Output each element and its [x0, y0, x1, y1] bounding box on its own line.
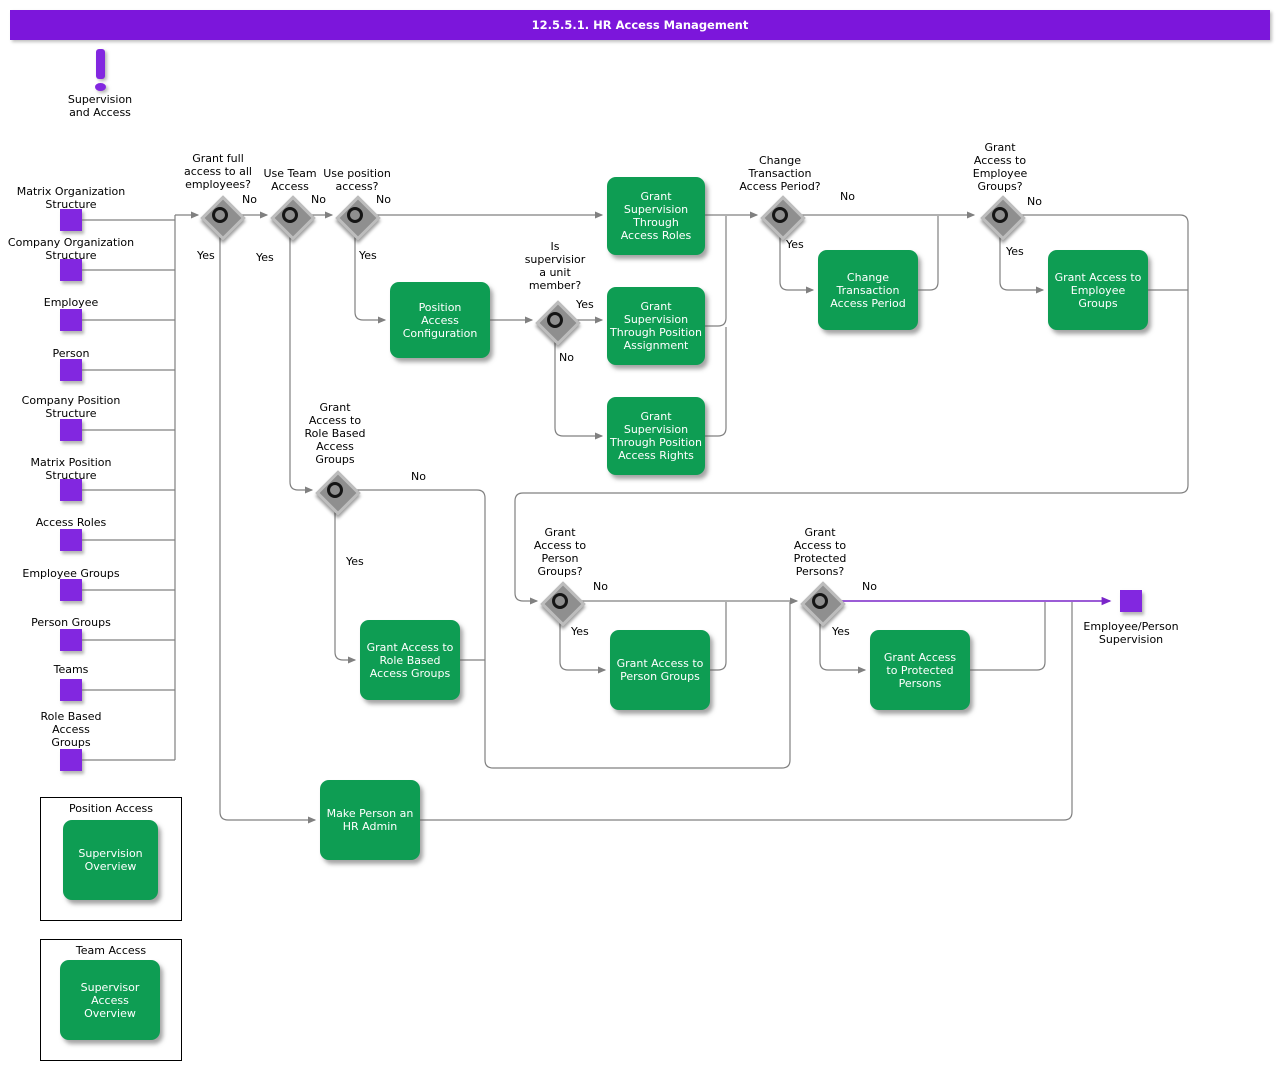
decision-team-access-label: Use Team Access	[263, 167, 317, 193]
task-grant-access-to-person-groups[interactable]: Grant Access to Person Groups	[610, 630, 710, 710]
edge-full-access-no: No	[242, 193, 257, 206]
entity-role-based-access-groups-label: Role Based Access Groups	[40, 710, 102, 749]
decision-unit-member-label: Is supervisior a unit member?	[524, 240, 586, 292]
edge-role-based-groups-no: No	[411, 470, 426, 483]
edge-change-period-yes: Yes	[786, 238, 804, 251]
edge-position-access-yes: Yes	[359, 249, 377, 262]
entity-employee-groups-node[interactable]	[60, 579, 82, 601]
decision-full-access-circle	[211, 206, 228, 223]
task-grant-access-to-protected-persons[interactable]: Grant Access to Protected Persons	[870, 630, 970, 710]
end-node-label: Employee/Person Supervision	[1083, 620, 1179, 646]
exclamation-icon[interactable]	[96, 49, 105, 79]
entity-matrix-organization-structure-label: Matrix Organization Structure	[16, 185, 126, 211]
group-team-access-title: Team Access	[75, 944, 147, 957]
task-grant-supervision-through-access-roles[interactable]: Grant Supervision Through Access Roles	[607, 177, 705, 255]
entity-company-position-structure-label: Company Position Structure	[21, 394, 121, 420]
entity-person-groups-label: Person Groups	[31, 616, 111, 629]
entity-teams-node[interactable]	[60, 679, 82, 701]
entity-employee-node[interactable]	[60, 309, 82, 331]
edge-position-access-no: No	[376, 193, 391, 206]
entity-employee-label: Employee	[43, 296, 99, 309]
edge-protected-persons-no: No	[862, 580, 877, 593]
decision-protected-persons-circle	[811, 592, 828, 609]
edge-person-groups-no: No	[593, 580, 608, 593]
decision-team-access-circle	[281, 206, 298, 223]
entity-person-groups-node[interactable]	[60, 629, 82, 651]
entity-access-roles-node[interactable]	[60, 529, 82, 551]
decision-role-based-groups-label: Grant Access to Role Based Access Groups	[304, 401, 366, 466]
edge-team-access-no: No	[311, 193, 326, 206]
task-grant-supervision-through-position-assignment[interactable]: Grant Supervision Through Position Assig…	[607, 287, 705, 365]
decision-employee-groups-label: Grant Access to Employee Groups?	[972, 141, 1028, 193]
entity-role-based-access-groups-node[interactable]	[60, 749, 82, 771]
decision-position-access-circle	[346, 206, 363, 223]
decision-role-based-groups-circle	[326, 481, 343, 498]
entity-matrix-organization-structure-node[interactable]	[60, 209, 82, 231]
edge-person-groups-yes: Yes	[571, 625, 589, 638]
entity-company-organization-structure-label: Company Organization Structure	[7, 236, 135, 262]
entity-company-organization-structure-node[interactable]	[60, 259, 82, 281]
decision-change-period-label: Change Transaction Access Period?	[739, 154, 821, 193]
decision-position-access-label: Use position access?	[323, 167, 391, 193]
task-supervision-overview[interactable]: Supervision Overview	[63, 820, 158, 900]
edge-role-based-groups-yes: Yes	[346, 555, 364, 568]
decision-person-groups-circle	[551, 592, 568, 609]
edge-employee-groups-yes: Yes	[1006, 245, 1024, 258]
entity-person-node[interactable]	[60, 359, 82, 381]
entity-matrix-position-structure-node[interactable]	[60, 479, 82, 501]
entity-employee-groups-label: Employee Groups	[22, 567, 120, 580]
end-node-employee-person-supervision[interactable]	[1120, 590, 1142, 612]
task-position-access-configuration[interactable]: Position Access Configuration	[390, 282, 490, 358]
task-grant-access-to-role-based-access-groups[interactable]: Grant Access to Role Based Access Groups	[360, 620, 460, 700]
task-make-person-an-hr-admin[interactable]: Make Person an HR Admin	[320, 780, 420, 860]
diagram-title: 12.5.5.1. HR Access Management	[10, 10, 1270, 40]
task-change-transaction-access-period[interactable]: Change Transaction Access Period	[818, 250, 918, 330]
edge-unit-member-no: No	[559, 351, 574, 364]
entity-access-roles-label: Access Roles	[35, 516, 107, 529]
decision-protected-persons-label: Grant Access to Protected Persons?	[793, 526, 847, 578]
decision-employee-groups-circle	[991, 206, 1008, 223]
edge-change-period-no: No	[840, 190, 855, 203]
edge-unit-member-yes: Yes	[576, 298, 594, 311]
decision-person-groups-label: Grant Access to Person Groups?	[533, 526, 587, 578]
task-grant-access-to-employee-groups[interactable]: Grant Access to Employee Groups	[1048, 250, 1148, 330]
group-position-access-title: Position Access	[69, 802, 153, 815]
edge-full-access-yes: Yes	[197, 249, 215, 262]
edge-employee-groups-no: No	[1027, 195, 1042, 208]
entity-company-position-structure-node[interactable]	[60, 419, 82, 441]
task-grant-supervision-through-position-access-rights[interactable]: Grant Supervision Through Position Acces…	[607, 397, 705, 475]
note-label: Supervision and Access	[67, 93, 133, 119]
entity-matrix-position-structure-label: Matrix Position Structure	[30, 456, 112, 482]
entity-person-label: Person	[52, 347, 90, 360]
edge-protected-persons-yes: Yes	[832, 625, 850, 638]
decision-full-access-label: Grant full access to all employees?	[184, 152, 252, 191]
entity-teams-label: Teams	[53, 663, 89, 676]
exclamation-icon-dot	[95, 83, 106, 91]
edge-team-access-yes: Yes	[256, 251, 274, 264]
decision-change-period-circle	[771, 206, 788, 223]
decision-unit-member-circle	[546, 311, 563, 328]
task-supervisor-access-overview[interactable]: Supervisor Access Overview	[60, 960, 160, 1040]
